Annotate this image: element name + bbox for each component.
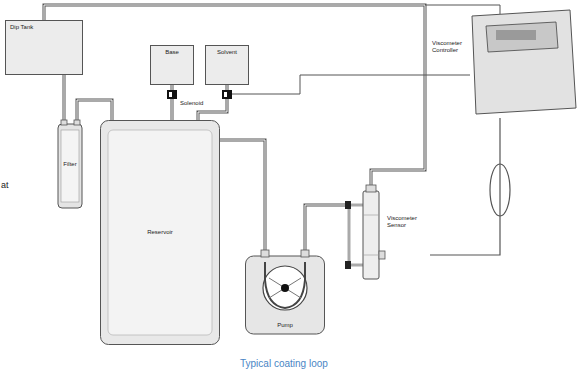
solenoid-symbol — [169, 92, 172, 97]
frame-line — [425, 5, 500, 14]
node-label: Base — [165, 49, 179, 56]
node-label: Filter — [63, 161, 76, 168]
tube-outline — [77, 100, 112, 120]
node-label: Viscometer Controller — [432, 40, 468, 54]
node-label: Dip Tank — [10, 24, 33, 31]
tube-core — [64, 75, 65, 120]
tank-box: Dip Tank — [5, 20, 83, 75]
tube-outline — [220, 140, 265, 250]
tube-outline — [63, 75, 66, 120]
cable-loop — [490, 164, 510, 216]
control-wire — [231, 75, 470, 94]
node-label: Reservoir — [147, 229, 173, 236]
tube-core — [220, 140, 265, 250]
tube-connector — [220, 140, 265, 250]
tube-core — [305, 205, 345, 250]
node-label: Viscometer Sensor — [387, 215, 427, 229]
sensor-drawing — [345, 185, 430, 285]
sensor-unit: Viscometer Sensor — [345, 185, 430, 285]
part-label: Solenoid — [180, 100, 203, 107]
supply-box: Solvent — [205, 45, 249, 85]
reservoir-tank: Reservoir — [100, 120, 220, 345]
controller-drawing — [430, 8, 578, 118]
figure-caption: Typical coating loop — [240, 358, 328, 369]
solenoid-symbol — [222, 90, 232, 99]
supply-box: Base — [150, 45, 194, 85]
tube-connector — [64, 75, 65, 120]
tube-connector — [77, 100, 112, 120]
cut-text: at — [1, 180, 9, 191]
tube-core — [77, 100, 112, 120]
filter-cylinder: Filter — [57, 120, 83, 210]
controller-unit: Viscometer Controller — [430, 8, 578, 118]
tube-connector — [305, 205, 345, 250]
solenoid-symbol — [167, 90, 177, 99]
solenoid-symbol — [224, 92, 227, 97]
node-label: Solvent — [217, 49, 237, 56]
tube-outline — [305, 205, 345, 250]
node-label: Pump — [277, 322, 293, 329]
pump-unit: Pump — [245, 250, 325, 335]
